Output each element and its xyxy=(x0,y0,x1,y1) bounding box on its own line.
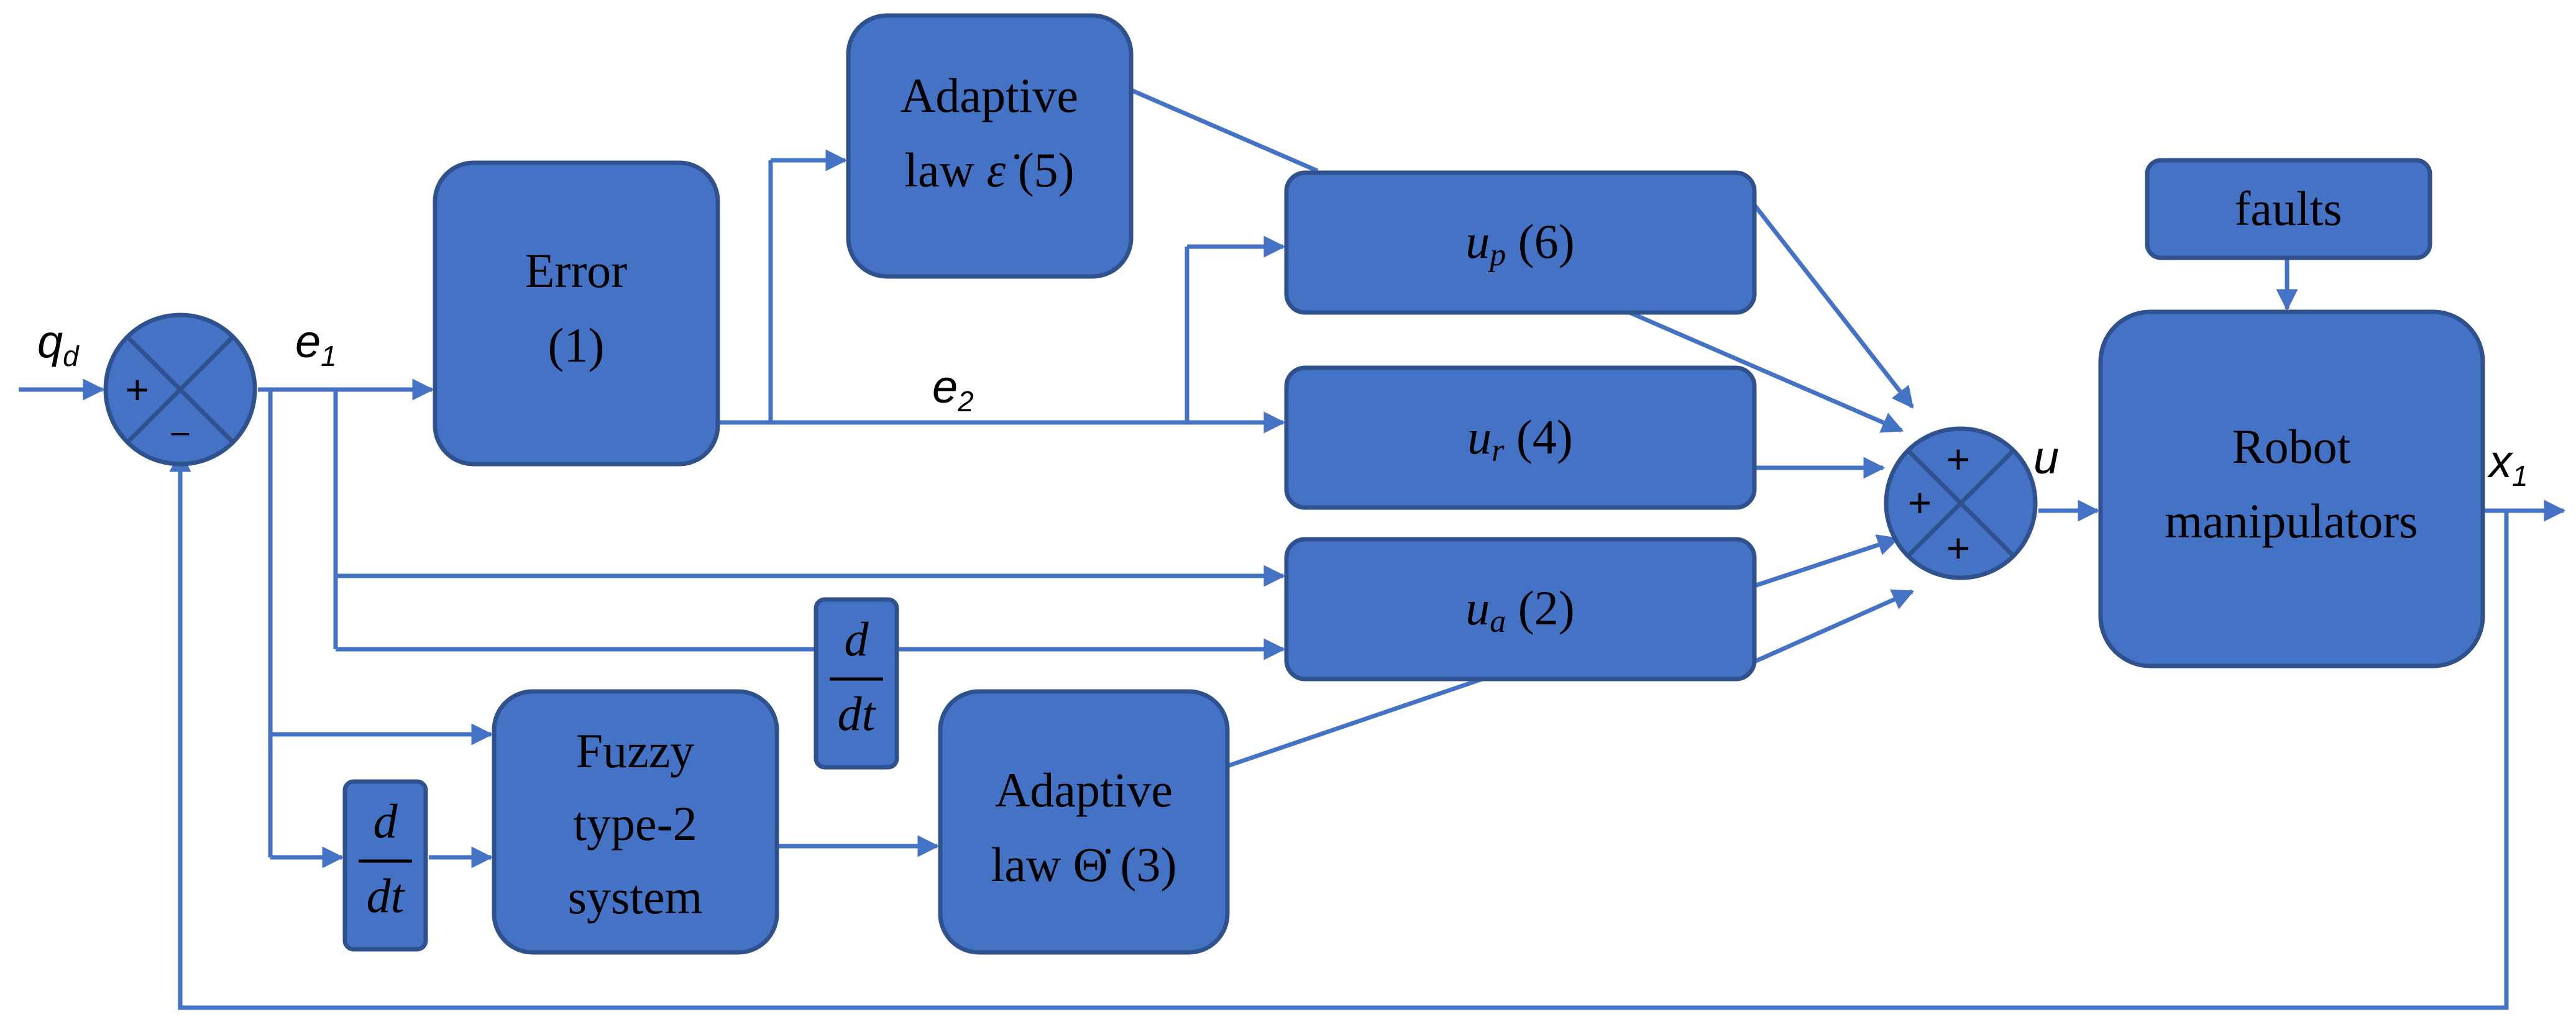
sum2-left-plus-sign: + xyxy=(1907,480,1932,526)
robot-block-subtitle: manipulators xyxy=(2165,494,2418,548)
faults-label: faults xyxy=(2234,181,2342,235)
sum1-plus-sign: + xyxy=(125,367,149,413)
robot-block-title: Robot xyxy=(2232,419,2351,473)
derivative-lower-numerator: d xyxy=(374,794,398,848)
adaptive-law-epsilon-title: Adaptive xyxy=(901,68,1078,122)
adaptive-law-theta-label: law Θ̇ (3) xyxy=(991,837,1177,892)
wire-up-bottom-to-sum2 xyxy=(1624,308,1904,433)
derivative-upper-denominator: dt xyxy=(838,686,877,741)
adaptive-law-theta-block: Adaptive law Θ̇ (3) xyxy=(938,689,1230,955)
adaptive-law-theta-title: Adaptive xyxy=(995,763,1173,817)
fuzzy-type2-block: Fuzzy type-2 system xyxy=(492,689,779,955)
sum1-minus-sign: – xyxy=(172,414,190,450)
signal-wires xyxy=(19,88,2566,1010)
fuzzy-block-line3: system xyxy=(568,870,703,924)
up-controller-label: up (6) xyxy=(1465,214,1574,273)
faults-block: faults xyxy=(2145,158,2432,260)
wire-ua-to-sum2-bottom xyxy=(1753,589,1915,664)
summing-junction-1: + – xyxy=(103,312,257,467)
summing-junction-2: + + + xyxy=(1884,426,2038,580)
adaptive-law-epsilon-block: Adaptive law ε̇ (5) xyxy=(846,13,1134,279)
ua-controller-block: ua (2) xyxy=(1284,537,1757,682)
signal-label-qd: qd xyxy=(37,316,80,372)
wire-feedback-loop xyxy=(169,450,2509,1010)
ur-controller-label: ur (4) xyxy=(1467,410,1573,468)
adaptive-law-epsilon-label: law ε̇ (5) xyxy=(904,143,1074,197)
wire-adaptive-eps-to-up xyxy=(1130,88,1319,173)
derivative-upper-numerator: d xyxy=(845,612,869,666)
ur-controller-block: ur (4) xyxy=(1284,365,1757,510)
signal-label-u: u xyxy=(2033,432,2059,483)
error-block: Error (1) xyxy=(433,160,720,467)
wire-adaptive-theta-to-ua xyxy=(1226,677,1483,768)
signal-label-e2: e2 xyxy=(932,361,974,417)
sum2-bottom-plus-sign: + xyxy=(1946,525,1970,571)
error-block-equation: (1) xyxy=(548,318,605,372)
sum2-top-plus-sign: + xyxy=(1946,436,1970,482)
derivative-block-upper: d dt xyxy=(814,597,899,770)
robot-manipulators-block: Robot manipulators xyxy=(2098,309,2485,668)
up-controller-block: up (6) xyxy=(1284,170,1757,315)
signal-label-x1: x1 xyxy=(2487,436,2528,492)
fuzzy-block-line1: Fuzzy xyxy=(576,724,695,778)
derivative-lower-denominator: dt xyxy=(367,869,406,923)
error-block-title: Error xyxy=(525,244,628,298)
signal-label-e1: e1 xyxy=(295,316,337,372)
derivative-block-lower: d dt xyxy=(342,779,428,952)
fuzzy-block-line2: type-2 xyxy=(573,796,697,851)
wire-up-to-sum2 xyxy=(1753,203,1914,409)
ua-controller-label: ua (2) xyxy=(1465,581,1574,639)
wire-ua-to-sum2-top xyxy=(1753,534,1900,588)
